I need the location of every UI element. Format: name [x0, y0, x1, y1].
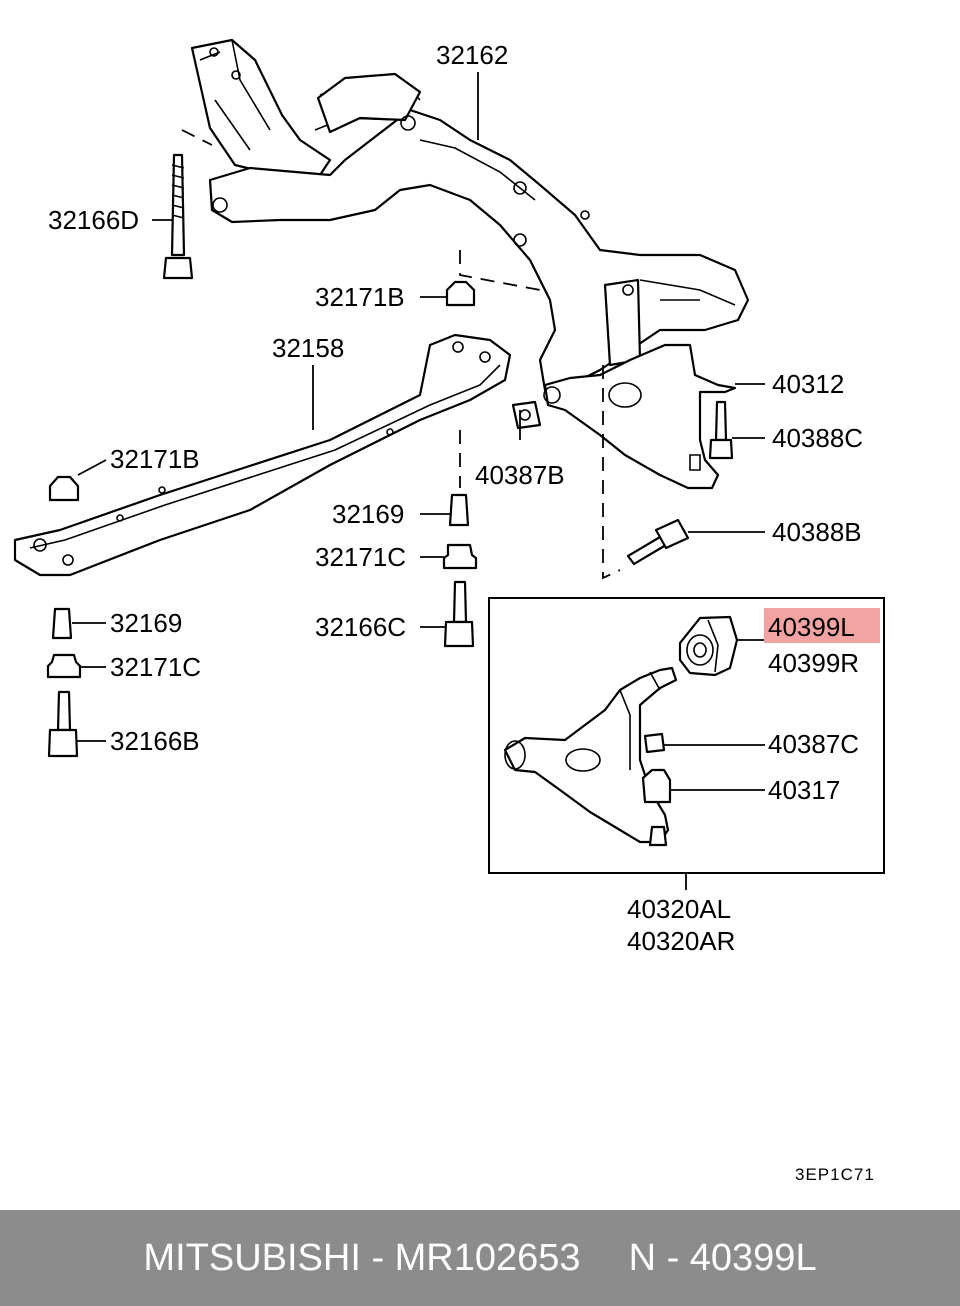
- label-32171B-left: 32171B: [110, 444, 200, 474]
- parts-diagram: 32162 32166D 32171B 32158 32171B 40387B …: [13, 38, 885, 1184]
- label-40388C: 40388C: [772, 423, 863, 453]
- label-40399R: 40399R: [768, 648, 859, 678]
- label-40388B: 40388B: [772, 517, 862, 547]
- bolt-32166D: [162, 153, 194, 280]
- label-40320AL: 40320AL: [627, 894, 731, 924]
- bushing-32171B-top: [445, 280, 476, 307]
- dashed-line-32166D: [181, 129, 213, 146]
- bolt-40388B: [626, 518, 690, 566]
- inset-nut-40387C: [643, 732, 666, 754]
- collar-32169-left: [51, 607, 73, 640]
- highlight-40399L: [764, 608, 880, 643]
- collar-32169-mid: [448, 493, 470, 527]
- bolt-32166B: [47, 690, 79, 758]
- label-32171B-top: 32171B: [315, 282, 405, 312]
- bushing-32171B-left: [48, 475, 80, 502]
- inset-ball-joint-boot-40317: [641, 768, 672, 804]
- label-32169-mid: 32169: [332, 499, 404, 529]
- footer-ref: N - 40399L: [628, 1236, 817, 1279]
- diagram-code: 3EP1C71: [795, 1165, 875, 1184]
- bushing-32171C-mid: [442, 543, 478, 570]
- inset-lower-arm: [503, 666, 678, 847]
- label-40312: 40312: [772, 369, 844, 399]
- dashed-line-32171B: [459, 250, 541, 291]
- label-32166D: 32166D: [48, 205, 139, 235]
- label-40317: 40317: [768, 775, 840, 805]
- rear-crossmember-32158: [13, 333, 512, 577]
- label-40387B: 40387B: [475, 460, 565, 490]
- label-32166C: 32166C: [315, 612, 406, 642]
- footer-bar: MITSUBISHI - MR102653 N - 40399L: [0, 1210, 960, 1306]
- dashed-line-40388B: [602, 365, 621, 580]
- label-32158: 32158: [272, 333, 344, 363]
- label-32171C-left: 32171C: [110, 652, 201, 682]
- footer-brand-part: MITSUBISHI - MR102653: [143, 1236, 581, 1279]
- leader-lines: [72, 72, 765, 890]
- bolt-32166C: [443, 580, 475, 648]
- bushing-32171C-left: [46, 653, 82, 679]
- bolt-40388C: [708, 400, 734, 460]
- label-40320AR: 40320AR: [627, 926, 735, 956]
- lower-arm-assembly: [543, 343, 737, 490]
- label-40399L: 40399L: [768, 612, 855, 642]
- label-32162: 32162: [436, 40, 508, 70]
- kit-inset-box: [488, 597, 885, 874]
- nut-40387B: [511, 400, 542, 430]
- label-32166B: 32166B: [110, 726, 200, 756]
- label-32171C-mid: 32171C: [315, 542, 406, 572]
- label-40387C: 40387C: [768, 729, 859, 759]
- inset-bushing-40399: [678, 615, 739, 677]
- label-32169-left: 32169: [110, 608, 182, 638]
